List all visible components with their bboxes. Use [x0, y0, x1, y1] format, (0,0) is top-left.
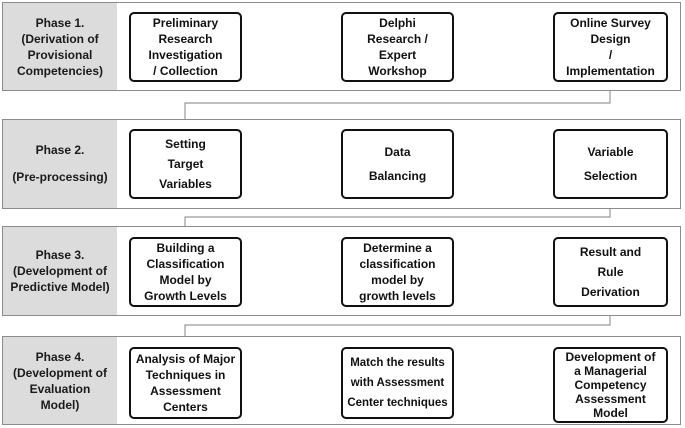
- step-text: Target: [167, 157, 204, 171]
- step-text: classification: [359, 257, 436, 271]
- phase-3-label-line: Predictive Model): [10, 280, 110, 294]
- phase-2-step-1: Setting Target Variables: [129, 129, 242, 199]
- step-text: Research: [158, 32, 213, 46]
- step-text: Growth Levels: [144, 289, 227, 303]
- phase-1-label-line: (Derivation of: [21, 31, 99, 46]
- phase-4-label-line: (Development of: [12, 365, 107, 380]
- step-text: Selection: [583, 169, 638, 183]
- phase-2-step-3: Variable Selection: [553, 129, 668, 199]
- step-text: Centers: [163, 400, 208, 414]
- step-text: Implementation: [566, 64, 655, 78]
- phase-3-label-line: Phase 3.: [35, 248, 85, 262]
- step-text: Techniques in: [145, 368, 226, 382]
- step-text: Result and: [579, 245, 642, 259]
- phase-3-step-2: Determine a classification model by grow…: [341, 237, 454, 307]
- step-text: Determine a: [363, 241, 432, 255]
- step-text: Assessment: [575, 392, 646, 406]
- step-text: with Assessment: [350, 377, 445, 389]
- phase-1-step-2: Delphi Research / Expert Workshop: [341, 12, 454, 82]
- step-text: Delphi: [379, 16, 416, 30]
- step-text: Research /: [367, 32, 428, 46]
- phase-4-label: Phase 4. (Development of Evaluation Mode…: [3, 337, 117, 424]
- phase-1-label-line: Phase 1.: [35, 15, 85, 30]
- phase-4-label-line: Model): [40, 397, 80, 412]
- phase-3-label: Phase 3. (Development of Predictive Mode…: [3, 227, 117, 315]
- step-text: Expert: [378, 48, 417, 62]
- step-text: Model by: [159, 273, 212, 287]
- step-text: Classification: [146, 257, 225, 271]
- step-text: Balancing: [368, 169, 427, 183]
- phase-4-step-3: Development of a Managerial Competency A…: [553, 347, 668, 423]
- phase-1-label-line: Provisional: [27, 47, 93, 62]
- phase-3-step-3: Result and Rule Derivation: [553, 237, 668, 307]
- phase-4-label-line: Phase 4.: [35, 349, 85, 364]
- step-text: /: [608, 48, 613, 62]
- phase-1-label: Phase 1. (Derivation of Provisional Comp…: [3, 3, 117, 90]
- step-text: Variables: [159, 177, 212, 191]
- phase-1-step-3: Online Survey Design / Implementation: [553, 12, 668, 82]
- phase-3-label-line: (Development of: [12, 264, 107, 278]
- phase-1-step-1: Preliminary Research Investigation / Col…: [129, 12, 242, 82]
- step-text: Derivation: [581, 285, 640, 299]
- phase-2-step-2: Data Balancing: [341, 129, 454, 199]
- phase-2-label: Phase 2. (Pre-processing): [3, 120, 117, 208]
- step-text: Match the results: [350, 357, 445, 369]
- step-text: Model: [593, 406, 628, 420]
- step-text: model by: [371, 273, 424, 287]
- step-text: growth levels: [359, 289, 436, 303]
- step-text: Building a: [156, 241, 215, 255]
- phase-4-step-1: Analysis of Major Techniques in Assessme…: [129, 347, 242, 419]
- step-text: Variable: [587, 145, 634, 159]
- step-text: Design: [590, 32, 631, 46]
- phase-4-step-2: Match the results with Assessment Center…: [341, 347, 454, 419]
- step-text: Investigation: [148, 48, 223, 62]
- step-text: Development of: [565, 350, 656, 364]
- phase-1-label-line: Competencies): [16, 63, 104, 78]
- step-text: Data: [384, 145, 411, 159]
- step-text: Preliminary: [152, 16, 219, 30]
- step-text: Setting: [165, 137, 206, 151]
- step-text: / Collection: [153, 64, 218, 78]
- phase-4-label-line: Evaluation: [29, 381, 91, 396]
- step-text: Center techniques: [347, 397, 448, 409]
- step-text: a Managerial: [574, 364, 647, 378]
- step-text: Rule: [597, 265, 624, 279]
- step-text: Competency: [574, 378, 647, 392]
- step-text: Workshop: [368, 64, 427, 78]
- phase-2-label-line: (Pre-processing): [12, 170, 108, 184]
- step-text: Analysis of Major: [135, 352, 236, 366]
- phase-3-step-1: Building a Classification Model by Growt…: [129, 237, 242, 307]
- step-text: Assessment: [150, 384, 221, 398]
- step-text: Online Survey: [570, 16, 651, 30]
- phase-2-label-line: Phase 2.: [35, 143, 85, 157]
